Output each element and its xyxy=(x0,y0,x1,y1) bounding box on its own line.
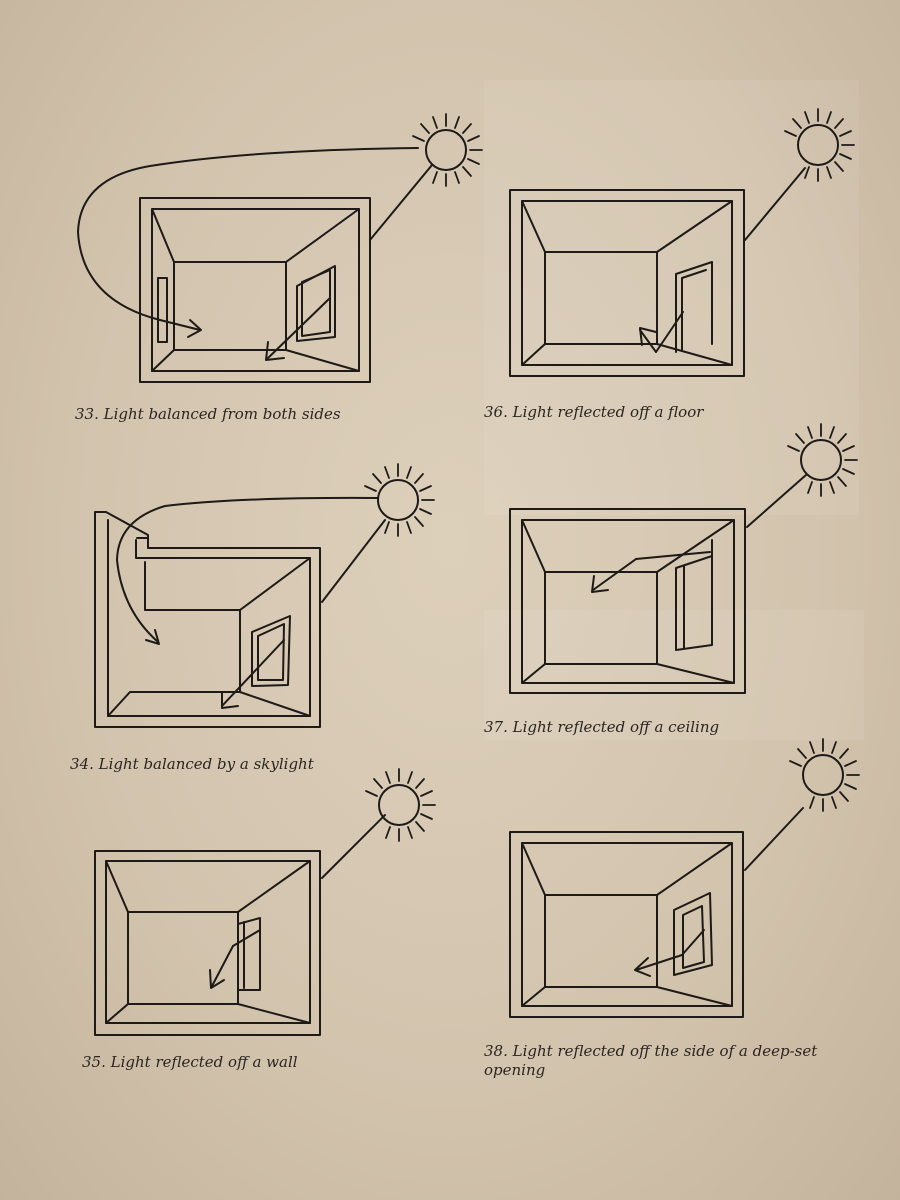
room-outer-frame xyxy=(509,807,804,1018)
window-right xyxy=(251,615,291,687)
room-skylight-frame xyxy=(94,496,386,728)
figure-caption: 37. Light reflected off a ceiling xyxy=(484,718,720,736)
sun-icon xyxy=(412,113,483,187)
figure-caption: 34. Light balanced by a skylight xyxy=(70,755,314,773)
figure-caption: 33. Light balanced from both sides xyxy=(75,405,341,423)
room-outer-frame xyxy=(509,167,806,377)
sun-icon xyxy=(784,108,855,182)
figure-37-illustration xyxy=(500,420,860,700)
figure-caption: 35. Light reflected off a wall xyxy=(82,1053,298,1071)
show-through-panel xyxy=(484,610,864,740)
figure-33-illustration xyxy=(60,100,483,390)
deep-set-window xyxy=(673,892,713,976)
door-right xyxy=(675,261,713,353)
sun-icon xyxy=(365,768,436,842)
sun-icon xyxy=(364,463,435,537)
window-right xyxy=(675,555,713,651)
room-outer-frame xyxy=(77,147,433,383)
figure-34-illustration xyxy=(80,455,440,735)
show-through-panel xyxy=(484,80,859,515)
figure-36-illustration xyxy=(500,95,860,385)
window-left xyxy=(157,277,168,343)
window-right xyxy=(237,917,261,991)
room-outer-frame xyxy=(94,814,386,1036)
figure-38-illustration xyxy=(500,730,860,1030)
room-outer-frame xyxy=(509,474,807,694)
sun-icon xyxy=(789,738,860,812)
figure-caption: 36. Light reflected off a floor xyxy=(484,403,704,421)
figure-caption: 38. Light reflected off the side of a de… xyxy=(484,1042,818,1079)
figure-35-illustration xyxy=(85,768,445,1040)
sun-icon xyxy=(787,423,858,497)
